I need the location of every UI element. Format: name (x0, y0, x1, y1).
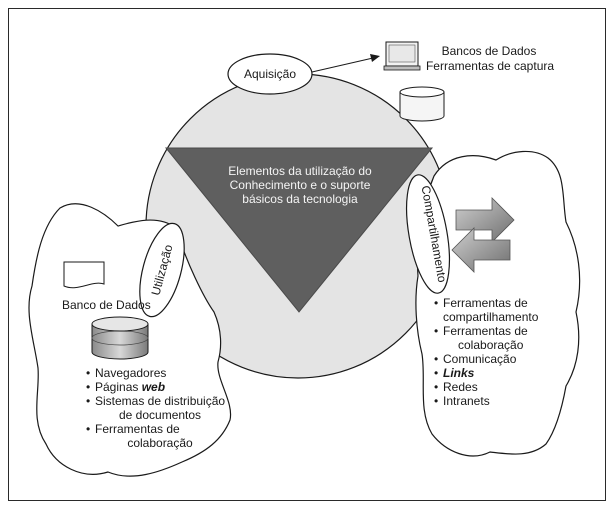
sharing-item-links: Links (434, 366, 538, 380)
document-icon (63, 261, 105, 289)
acquisition-item-capture-tools: Ferramentas de captura (425, 59, 555, 73)
center-title-line-1: Elementos da utilização do (228, 164, 372, 178)
sharing-item-collaboration-tools: Ferramentas de colaboração (434, 324, 538, 352)
sharing-item-sharing-tools: Ferramentas de compartilhamento (434, 296, 538, 324)
exchange-arrows-icon (451, 197, 515, 273)
acquisition-arrow-line (311, 57, 374, 73)
acquisition-item-databases: Bancos de Dados (441, 44, 537, 58)
sharing-list: Ferramentas de compartilhamento Ferramen… (434, 296, 538, 408)
database-icon-acquisition (399, 86, 445, 122)
center-title-line-2: Conhecimento e o suporte (229, 178, 371, 192)
acquisition-ellipse (227, 53, 313, 95)
acquisition-label: Aquisição (244, 67, 297, 81)
usage-list: Navegadores Páginas web Sistemas de dist… (86, 366, 225, 450)
usage-item-browsers: Navegadores (86, 366, 225, 380)
center-title-line-3: básicos da tecnologia (242, 192, 358, 206)
sharing-item-networks: Redes (434, 380, 538, 394)
usage-item-document-systems: Sistemas de distribuição de documentos (86, 394, 225, 422)
usage-database-label: Banco de Dados (62, 298, 151, 312)
usage-item-web-pages: Páginas web (86, 380, 225, 394)
sharing-item-intranets: Intranets (434, 394, 538, 408)
monitor-icon (383, 41, 421, 71)
figure-frame (8, 8, 606, 501)
usage-item-collaboration-tools: Ferramentas de colaboração (86, 422, 225, 450)
sharing-ellipse (405, 174, 451, 294)
database-icon-usage (91, 316, 149, 360)
center-title: Elementos da utilização do Conhecimento … (196, 164, 404, 206)
central-triangle (164, 147, 434, 313)
acquisition-arrowhead (370, 54, 380, 62)
usage-ellipse (139, 222, 185, 318)
sharing-item-communication: Comunicação (434, 352, 538, 366)
